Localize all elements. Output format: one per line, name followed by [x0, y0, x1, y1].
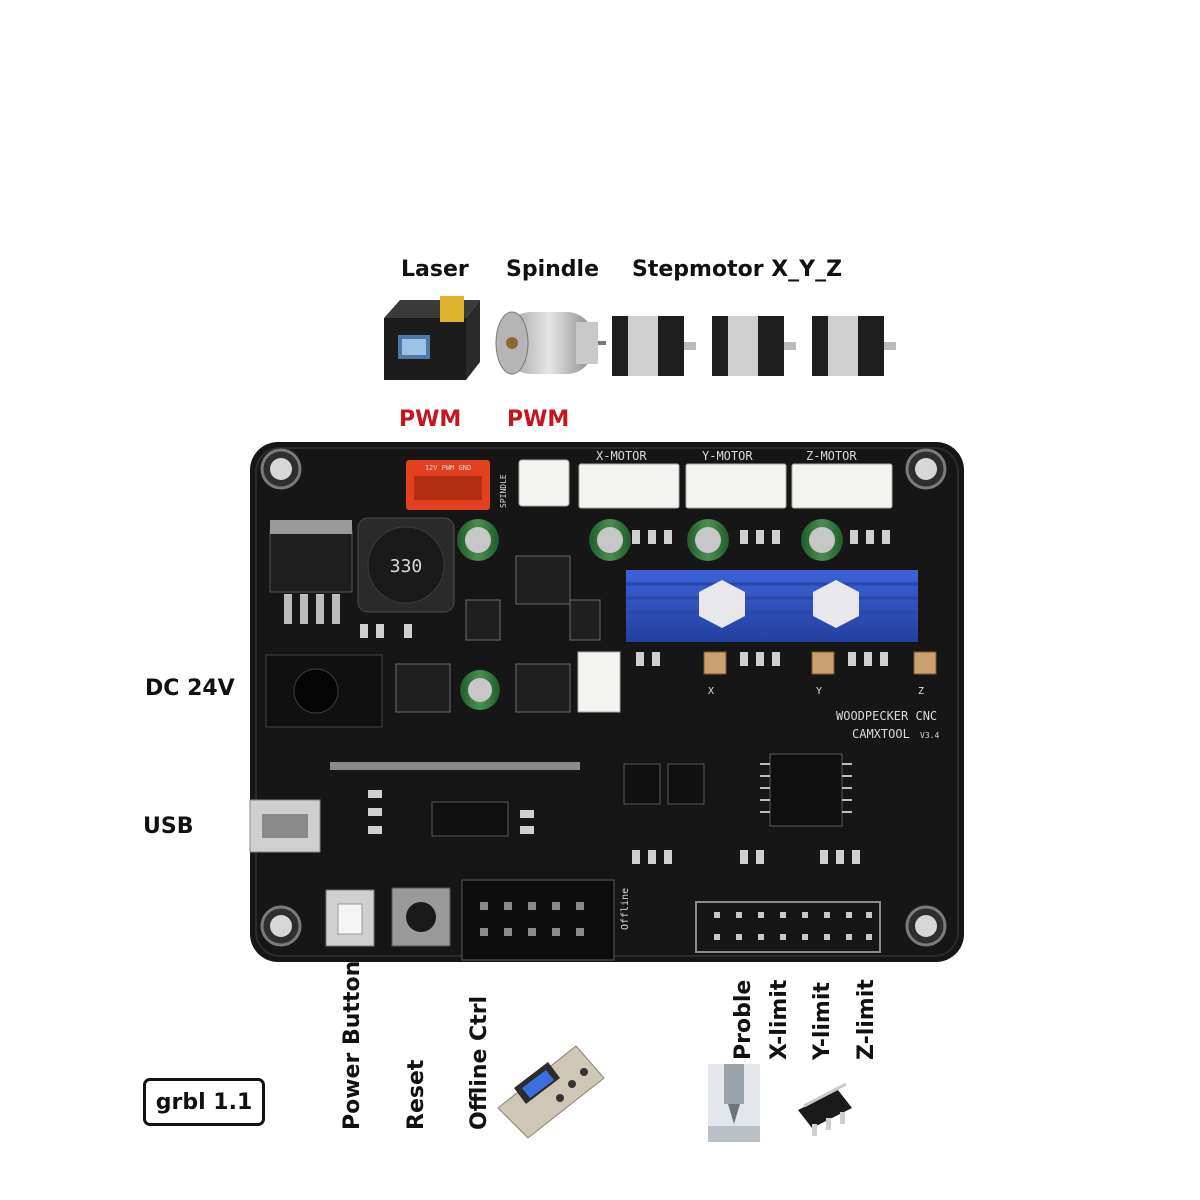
spindle-pwm-label: PWM	[507, 407, 570, 432]
stepper-motor-y-icon	[712, 316, 796, 376]
spindle-motor-icon	[495, 311, 606, 375]
offline-silk: Offline	[620, 888, 631, 930]
dc-24v-label: DC 24V	[145, 676, 235, 701]
heatsink	[626, 570, 918, 642]
version-silk: V3.4	[920, 731, 939, 740]
y-motor-silk: Y-MOTOR	[702, 449, 753, 463]
pot-y-silk: Y	[816, 686, 822, 697]
brand-silk: WOODPECKER CNC	[836, 709, 937, 723]
z-motor-silk: Z-MOTOR	[806, 449, 857, 463]
spindle-label: Spindle	[506, 257, 600, 282]
stepper-motor-x-icon	[612, 316, 696, 376]
laser-label: Laser	[401, 257, 469, 282]
laser-pwm-label: PWM	[399, 407, 462, 432]
laser-module-icon	[384, 296, 480, 380]
limit-pin-header	[695, 901, 881, 953]
x-motor-silk: X-MOTOR	[596, 449, 647, 463]
maker-silk: CAMXTOOL	[852, 727, 910, 741]
y-motor-connector	[685, 463, 787, 509]
limit-switch-icon	[798, 1082, 852, 1136]
inductor-silk: 330	[390, 556, 423, 577]
grbl-version-badge: grbl 1.1	[143, 1078, 265, 1126]
pot-z-silk: Z	[918, 686, 924, 697]
laser-header-silk: 12V PWM GND	[425, 464, 471, 472]
stepmotor-label: Stepmotor X_Y_Z	[632, 257, 843, 282]
stepper-motor-z-icon	[812, 316, 896, 376]
offline-controller-icon	[497, 1045, 605, 1139]
probe-icon	[708, 1064, 760, 1142]
z-motor-connector	[791, 463, 893, 509]
grbl-version-text: grbl 1.1	[155, 1089, 253, 1115]
spindle-connector	[518, 459, 570, 507]
pot-x-silk: X	[708, 686, 714, 697]
controller-board: 12V PWM GND SPINDLE X-MOTOR Y-MOTOR Z-MO…	[249, 442, 964, 962]
spindle-silk: SPINDLE	[499, 474, 508, 508]
capacitor	[457, 519, 843, 710]
usb-label: USB	[143, 814, 194, 839]
offline-ctrl-header	[461, 879, 615, 961]
mcu-chip	[769, 753, 843, 827]
mounting-hole-icon	[260, 448, 947, 947]
x-motor-connector	[578, 463, 680, 509]
